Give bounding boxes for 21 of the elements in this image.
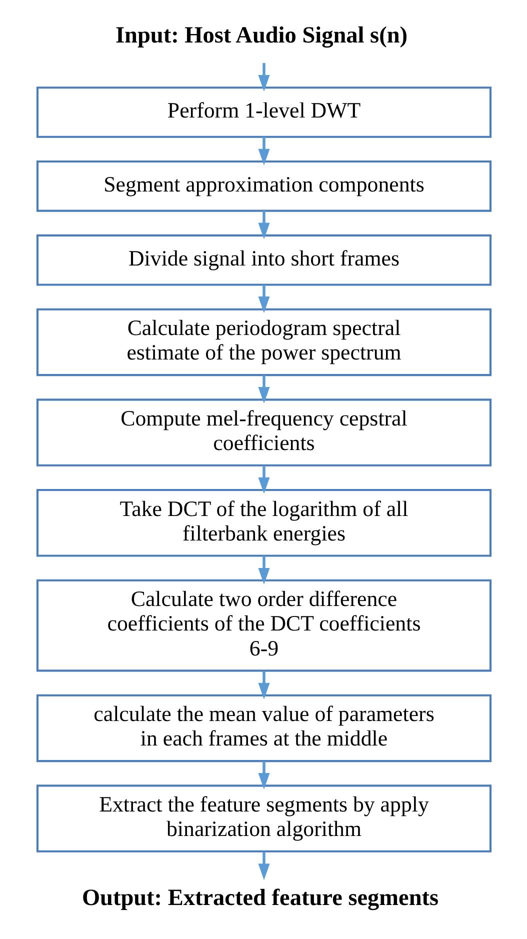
node-text: Output: Extracted feature segments xyxy=(81,884,438,911)
arrow xyxy=(258,761,270,790)
arrow xyxy=(258,136,270,166)
arrow xyxy=(258,210,270,240)
node-box: Perform 1-level DWT xyxy=(36,86,492,138)
node-box: Take DCT of the logarithm of all filterbank energies xyxy=(36,489,492,557)
arrow xyxy=(258,852,270,880)
arrow xyxy=(258,284,270,313)
node-box: calculate the mean value of parameters in each frames at the middle xyxy=(36,694,492,762)
arrow xyxy=(258,375,270,404)
arrow xyxy=(258,556,270,584)
node-box: Calculate periodogram spectral estimate of the power spectrum xyxy=(36,308,492,376)
arrow xyxy=(258,671,270,700)
node-text: Input: Host Audio Signal s(n) xyxy=(114,22,408,49)
node-box: Extract the feature segments by apply binarization algorithm xyxy=(36,784,492,852)
node-box: Divide signal into short frames xyxy=(36,234,492,286)
arrow xyxy=(258,63,270,92)
node-box: Calculate two order difference coefficients of the DCT coefficients 6-9 xyxy=(36,579,492,672)
arrow xyxy=(258,466,270,494)
node-box: Segment approximation components xyxy=(36,160,492,212)
node-box: Compute mel-frequency cepstral coefficients xyxy=(36,398,492,466)
